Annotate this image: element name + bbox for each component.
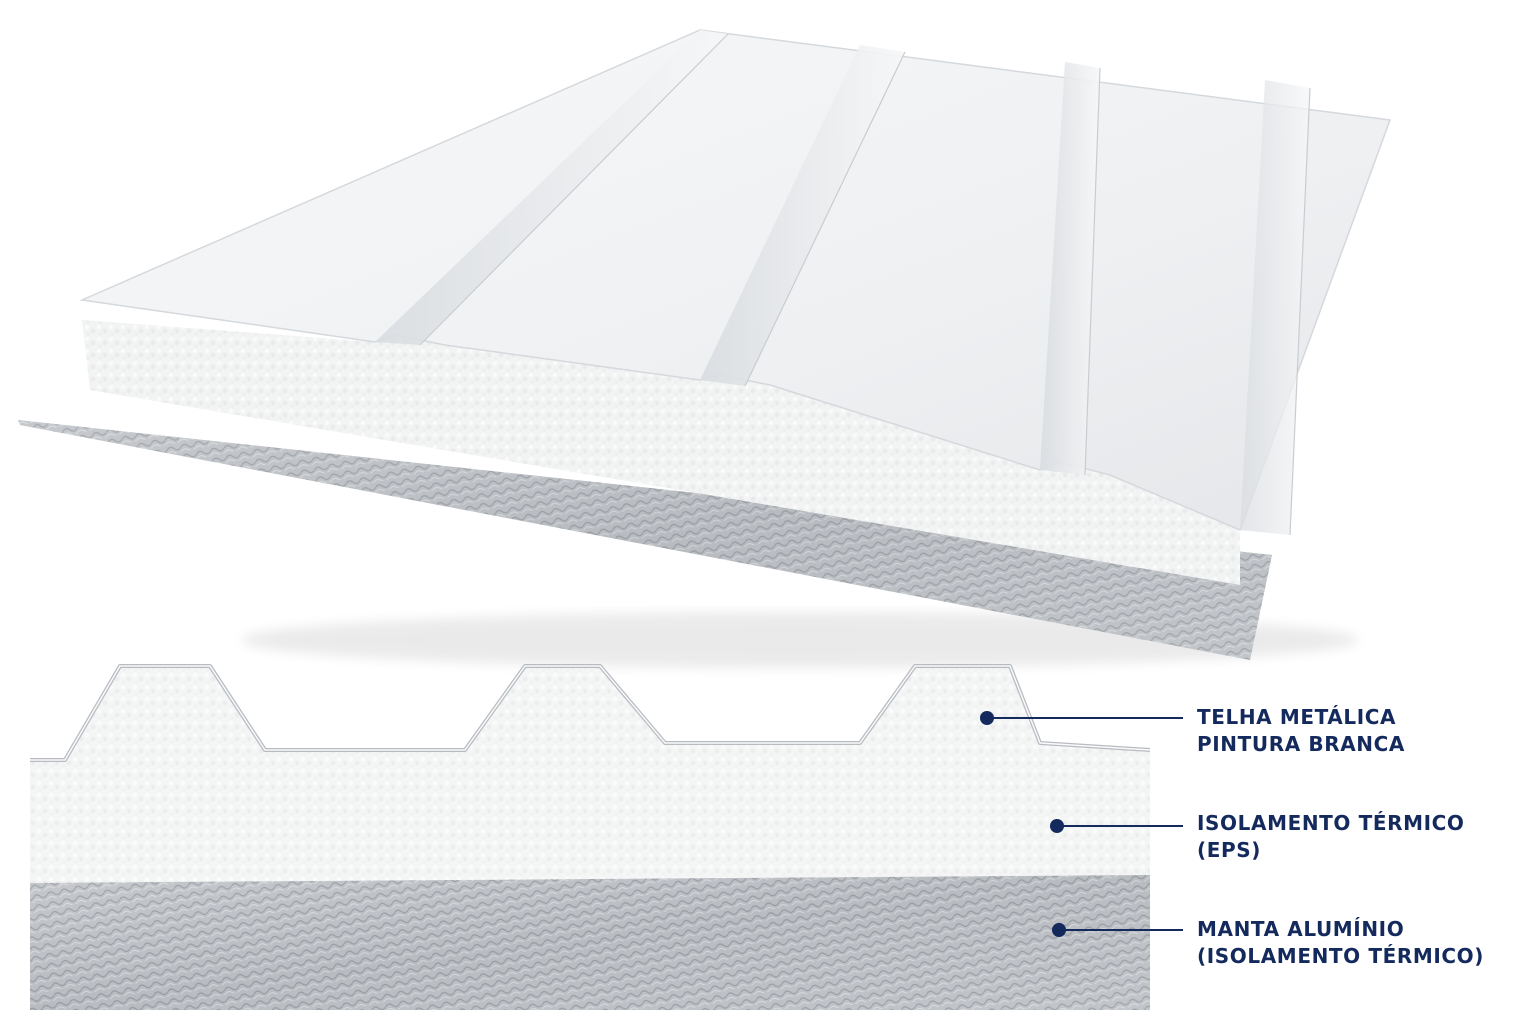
callout-eps-line1: ISOLAMENTO TÉRMICO	[1197, 811, 1465, 835]
eps-layer-perspective	[82, 320, 1240, 585]
callout-label-telha: TELHA METÁLICA PINTURA BRANCA	[1197, 704, 1405, 758]
callout-manta-line2: (ISOLAMENTO TÉRMICO)	[1197, 944, 1484, 968]
callout-telha-line2: PINTURA BRANCA	[1197, 732, 1405, 756]
callout-label-eps: ISOLAMENTO TÉRMICO (EPS)	[1197, 810, 1465, 864]
callout-label-manta: MANTA ALUMÍNIO (ISOLAMENTO TÉRMICO)	[1197, 916, 1484, 970]
panel-cross-section	[30, 664, 1151, 1010]
callout-leader-manta	[1052, 923, 1183, 937]
callout-leader-eps	[1050, 819, 1183, 833]
callout-manta-line1: MANTA ALUMÍNIO	[1197, 917, 1405, 941]
sheet-ribs	[375, 30, 1311, 536]
callout-leaders	[980, 711, 1183, 937]
callout-leader-telha	[980, 711, 1183, 725]
callout-telha-line1: TELHA METÁLICA	[1197, 705, 1397, 729]
eps-layer-section	[30, 668, 1150, 883]
callout-eps-line2: (EPS)	[1197, 838, 1262, 862]
panel-perspective-view	[18, 29, 1392, 668]
